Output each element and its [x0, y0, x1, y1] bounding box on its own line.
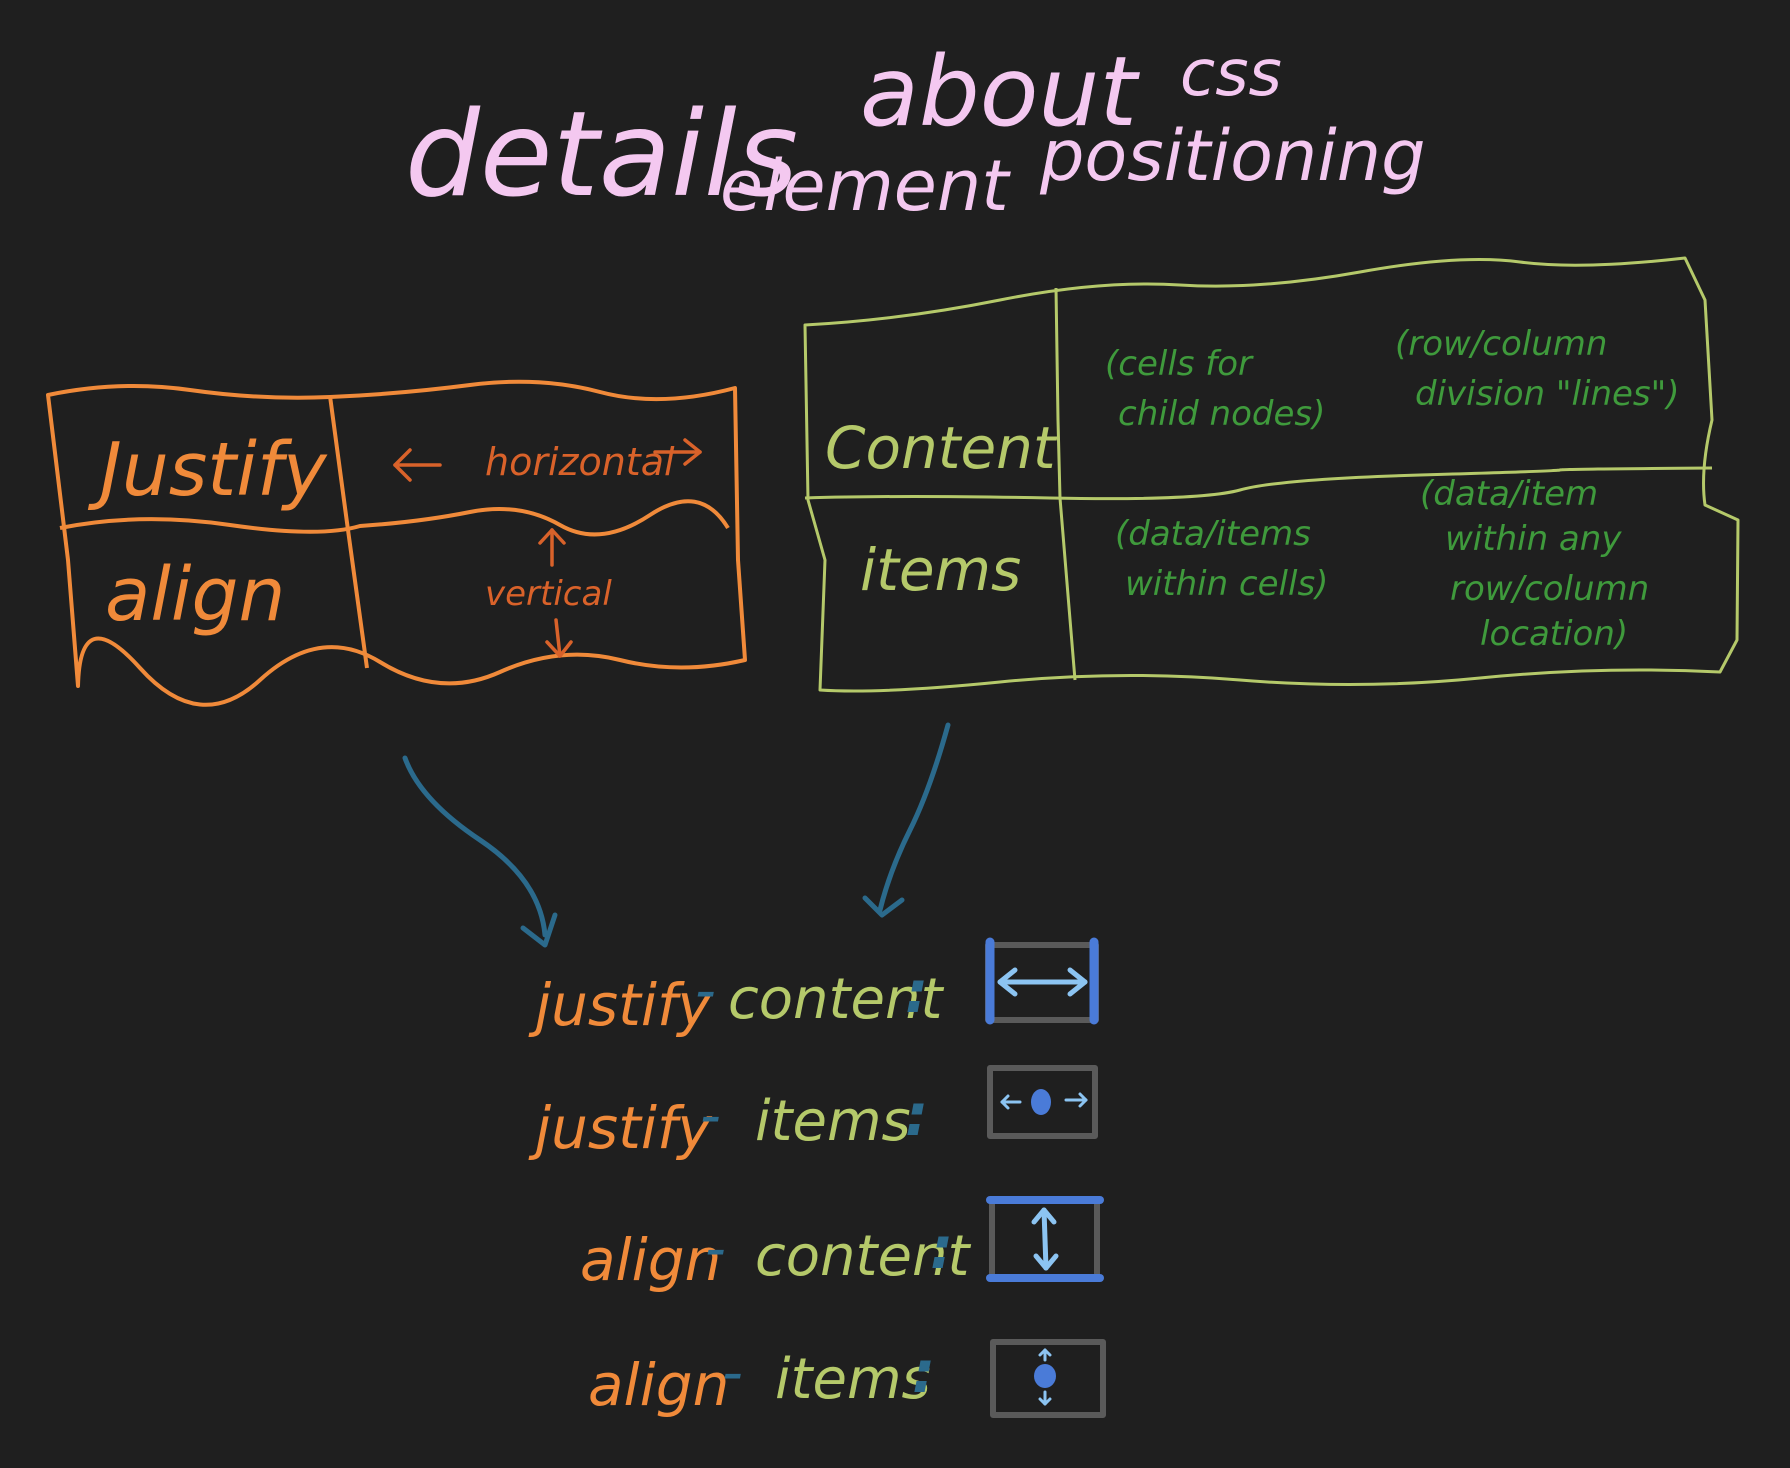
cell-content-1-line-1: (cells for: [1105, 344, 1254, 384]
cell-items-1-line-1: (data/items: [1115, 514, 1311, 554]
orange-row-label-justify: Justify: [87, 427, 328, 513]
green-row-label-items: items: [860, 536, 1021, 604]
title-word-positioning: positioning: [1039, 115, 1426, 197]
title: details about css element positioning: [405, 36, 1426, 227]
orange-table-col-divider: [328, 395, 369, 669]
green-table-labels: Content items: [825, 414, 1058, 604]
property-suffix: items: [755, 1089, 911, 1154]
align-items-icon: [990, 1339, 1106, 1418]
property-colon: :: [930, 1214, 953, 1282]
green-table-col-divider: [1054, 287, 1077, 681]
orange-direction-vertical: vertical: [485, 574, 612, 614]
orange-to-properties-arrow-icon: [402, 755, 558, 948]
green-to-properties-arrow-icon: [862, 722, 951, 918]
green-table-border: [803, 256, 1740, 693]
title-word-css: css: [1180, 37, 1282, 111]
property-prefix: align: [588, 1351, 729, 1419]
property-colon: :: [905, 1081, 928, 1149]
green-row-label-content: Content: [825, 414, 1058, 482]
orange-direction-horizontal: horizontal: [485, 440, 675, 484]
property-dash: -: [722, 1338, 743, 1406]
orange-table-border: [46, 379, 747, 707]
cell-content-2-line-1: (row/column: [1395, 324, 1607, 364]
orange-table: [46, 379, 747, 707]
property-justify-content: justify - content :: [528, 956, 944, 1039]
cell-items-2-line-3: row/column: [1450, 569, 1649, 609]
cell-items-2-line-2: within any: [1445, 519, 1622, 559]
property-align-items: align - items :: [588, 1338, 935, 1419]
property-colon: :: [905, 958, 928, 1026]
green-table-cells: (cells for child nodes) (row/column divi…: [1105, 324, 1680, 654]
title-word-about: about: [860, 36, 1140, 148]
property-prefix: justify: [528, 1094, 712, 1162]
property-list: justify - content : justify - items : al…: [528, 956, 971, 1419]
right-arrow-icon: [653, 438, 702, 466]
title-word-element: element: [720, 145, 1011, 227]
green-table-row-divider: [804, 466, 1713, 501]
teal-arrows: [402, 722, 951, 948]
orange-table-row-divider: [59, 499, 730, 537]
justify-content-icon: [985, 937, 1099, 1025]
property-dash: -: [700, 1081, 721, 1149]
property-justify-items: justify - items :: [528, 1081, 928, 1162]
property-align-content: align - content :: [580, 1214, 971, 1294]
orange-row-label-align: align: [105, 552, 285, 638]
property-suffix: content: [755, 1224, 971, 1289]
property-suffix: items: [775, 1347, 931, 1412]
property-colon: :: [912, 1338, 935, 1406]
property-prefix: justify: [528, 971, 712, 1039]
property-dash: -: [705, 1214, 726, 1282]
cell-items-1-line-2: within cells): [1125, 564, 1328, 604]
orange-table-labels: Justify align horizontal vertical: [87, 427, 675, 638]
orange-direction-arrows: [393, 438, 702, 658]
title-word-details: details: [405, 85, 798, 223]
green-table: [803, 256, 1740, 693]
left-arrow-icon: [393, 448, 442, 482]
cell-items-2-line-1: (data/item: [1420, 474, 1598, 514]
align-content-icon: [986, 1196, 1104, 1282]
cell-content-2-line-2: division "lines"): [1415, 374, 1680, 414]
property-suffix: content: [728, 967, 944, 1032]
up-arrow-icon: [538, 528, 566, 567]
property-dash: -: [695, 956, 716, 1024]
property-prefix: align: [580, 1226, 721, 1294]
cell-content-1-line-2: child nodes): [1118, 394, 1325, 434]
cell-items-2-line-4: location): [1480, 614, 1628, 654]
justify-items-icon: [987, 1065, 1098, 1139]
down-arrow-icon: [545, 618, 573, 658]
